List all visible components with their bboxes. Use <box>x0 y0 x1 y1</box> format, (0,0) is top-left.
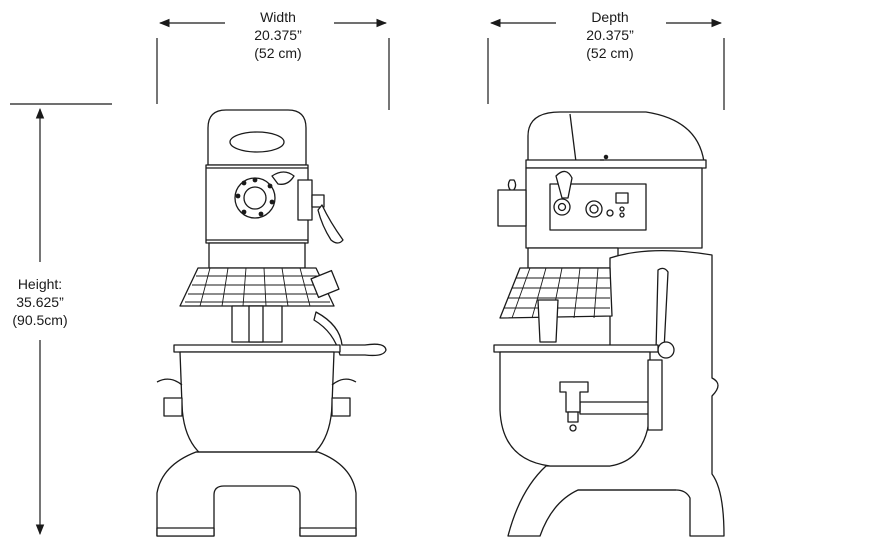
hub-bolts <box>235 177 275 217</box>
bowl-right-handle <box>331 378 357 386</box>
guard-latch <box>310 269 340 299</box>
width-imperial: 20.375” <box>254 27 302 43</box>
side-bowl-rim <box>493 344 659 353</box>
splash-guard <box>179 267 335 307</box>
bowl-left-handle <box>156 378 183 386</box>
width-label: Width 20.375” (52 cm) <box>213 8 343 62</box>
bowl-arm-handle <box>313 311 387 357</box>
bowl-support-arm <box>579 401 659 415</box>
side-attachment <box>497 189 527 227</box>
column-top <box>527 247 619 269</box>
head-badge <box>229 131 285 153</box>
depth-dimension <box>487 18 725 110</box>
side-control-box <box>297 179 313 221</box>
speed-lever <box>271 171 295 185</box>
depth-title: Depth <box>591 9 629 25</box>
height-metric: (90.5cm) <box>12 312 68 328</box>
bowl <box>179 351 335 468</box>
mixer-side-view <box>493 111 725 537</box>
bowl-clamp <box>559 381 589 413</box>
side-lever <box>555 170 573 199</box>
mixer-front-view <box>156 109 387 537</box>
lower-housing <box>208 242 306 269</box>
side-motor-head <box>527 111 705 163</box>
depth-label: Depth 20.375” (52 cm) <box>545 8 675 62</box>
column-handle <box>655 267 669 351</box>
width-title: Width <box>260 9 296 25</box>
height-dimension <box>10 103 112 536</box>
depth-metric: (52 cm) <box>586 45 634 61</box>
width-dimension <box>156 18 390 110</box>
height-imperial: 35.625” <box>16 294 64 310</box>
height-title: Height: <box>17 276 63 292</box>
depth-imperial: 20.375” <box>586 27 634 43</box>
height-label: Height: 35.625” (90.5cm) <box>0 275 80 329</box>
power-switch <box>615 192 629 204</box>
bowl-rim <box>173 344 341 353</box>
bowl-lift-lever <box>317 204 344 244</box>
attachment-hub-inner <box>243 186 267 210</box>
width-metric: (52 cm) <box>254 45 302 61</box>
front-legs <box>156 451 357 537</box>
side-agitator <box>537 299 559 343</box>
guard-grid <box>185 267 330 307</box>
